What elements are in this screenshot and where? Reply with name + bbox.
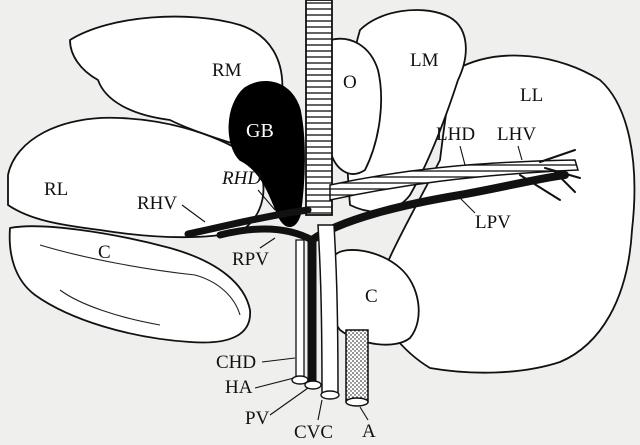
leader-lhv — [517, 145, 523, 161]
leader-rhd — [257, 189, 276, 211]
label-cvc: CVC — [294, 422, 333, 443]
cvc-opening — [320, 390, 340, 400]
leader-pv — [269, 387, 309, 416]
left-lateral-lobe — [371, 54, 636, 374]
label-lpv: LPV — [475, 212, 511, 233]
label-lhd: LHD — [436, 124, 475, 145]
caudal-vena-cava-lower — [317, 224, 339, 396]
leader-a — [359, 406, 369, 421]
label-rm: RM — [212, 60, 242, 81]
label-c-center: C — [365, 286, 378, 307]
leader-ha — [254, 377, 295, 389]
left-hepatic-vein — [329, 159, 579, 201]
label-lm: LM — [410, 50, 439, 71]
aorta-opening — [345, 397, 369, 407]
caudate-process-right — [8, 225, 251, 344]
leader-lpv — [459, 197, 476, 214]
caudate-inner-line — [39, 244, 241, 316]
gallbladder — [228, 80, 305, 227]
leader-chd — [261, 357, 296, 363]
label-chd: CHD — [216, 352, 256, 373]
aorta — [345, 329, 369, 403]
label-rl: RL — [44, 179, 68, 200]
label-gb: GB — [246, 120, 274, 142]
caudate-inner-curve — [59, 289, 161, 326]
leader-rhv — [181, 204, 206, 223]
label-c-right: C — [98, 242, 111, 263]
right-hepatic-vein — [184, 206, 312, 238]
right-lateral-lobe — [7, 116, 265, 238]
common-hepatic-duct — [295, 239, 305, 381]
label-rhd: RHD — [221, 168, 261, 189]
omental-lobe — [329, 37, 382, 175]
right-portal-vein — [216, 225, 316, 244]
caudal-vena-cava-upper — [305, 0, 333, 216]
label-rhv: RHV — [137, 193, 177, 214]
leader-cvc — [317, 399, 323, 421]
leader-lhd — [459, 145, 466, 166]
hepatic-artery-opening — [291, 375, 309, 385]
leader-rpv — [259, 237, 276, 249]
label-a: A — [362, 421, 376, 442]
label-pv: PV — [245, 408, 270, 429]
label-lhv: LHV — [497, 124, 536, 145]
label-o: O — [343, 72, 357, 93]
left-portal-vein — [308, 171, 569, 244]
label-ha: HA — [225, 377, 253, 398]
label-rpv: RPV — [232, 249, 269, 270]
label-ll: LL — [520, 85, 543, 106]
portal-vein-opening — [304, 380, 322, 390]
